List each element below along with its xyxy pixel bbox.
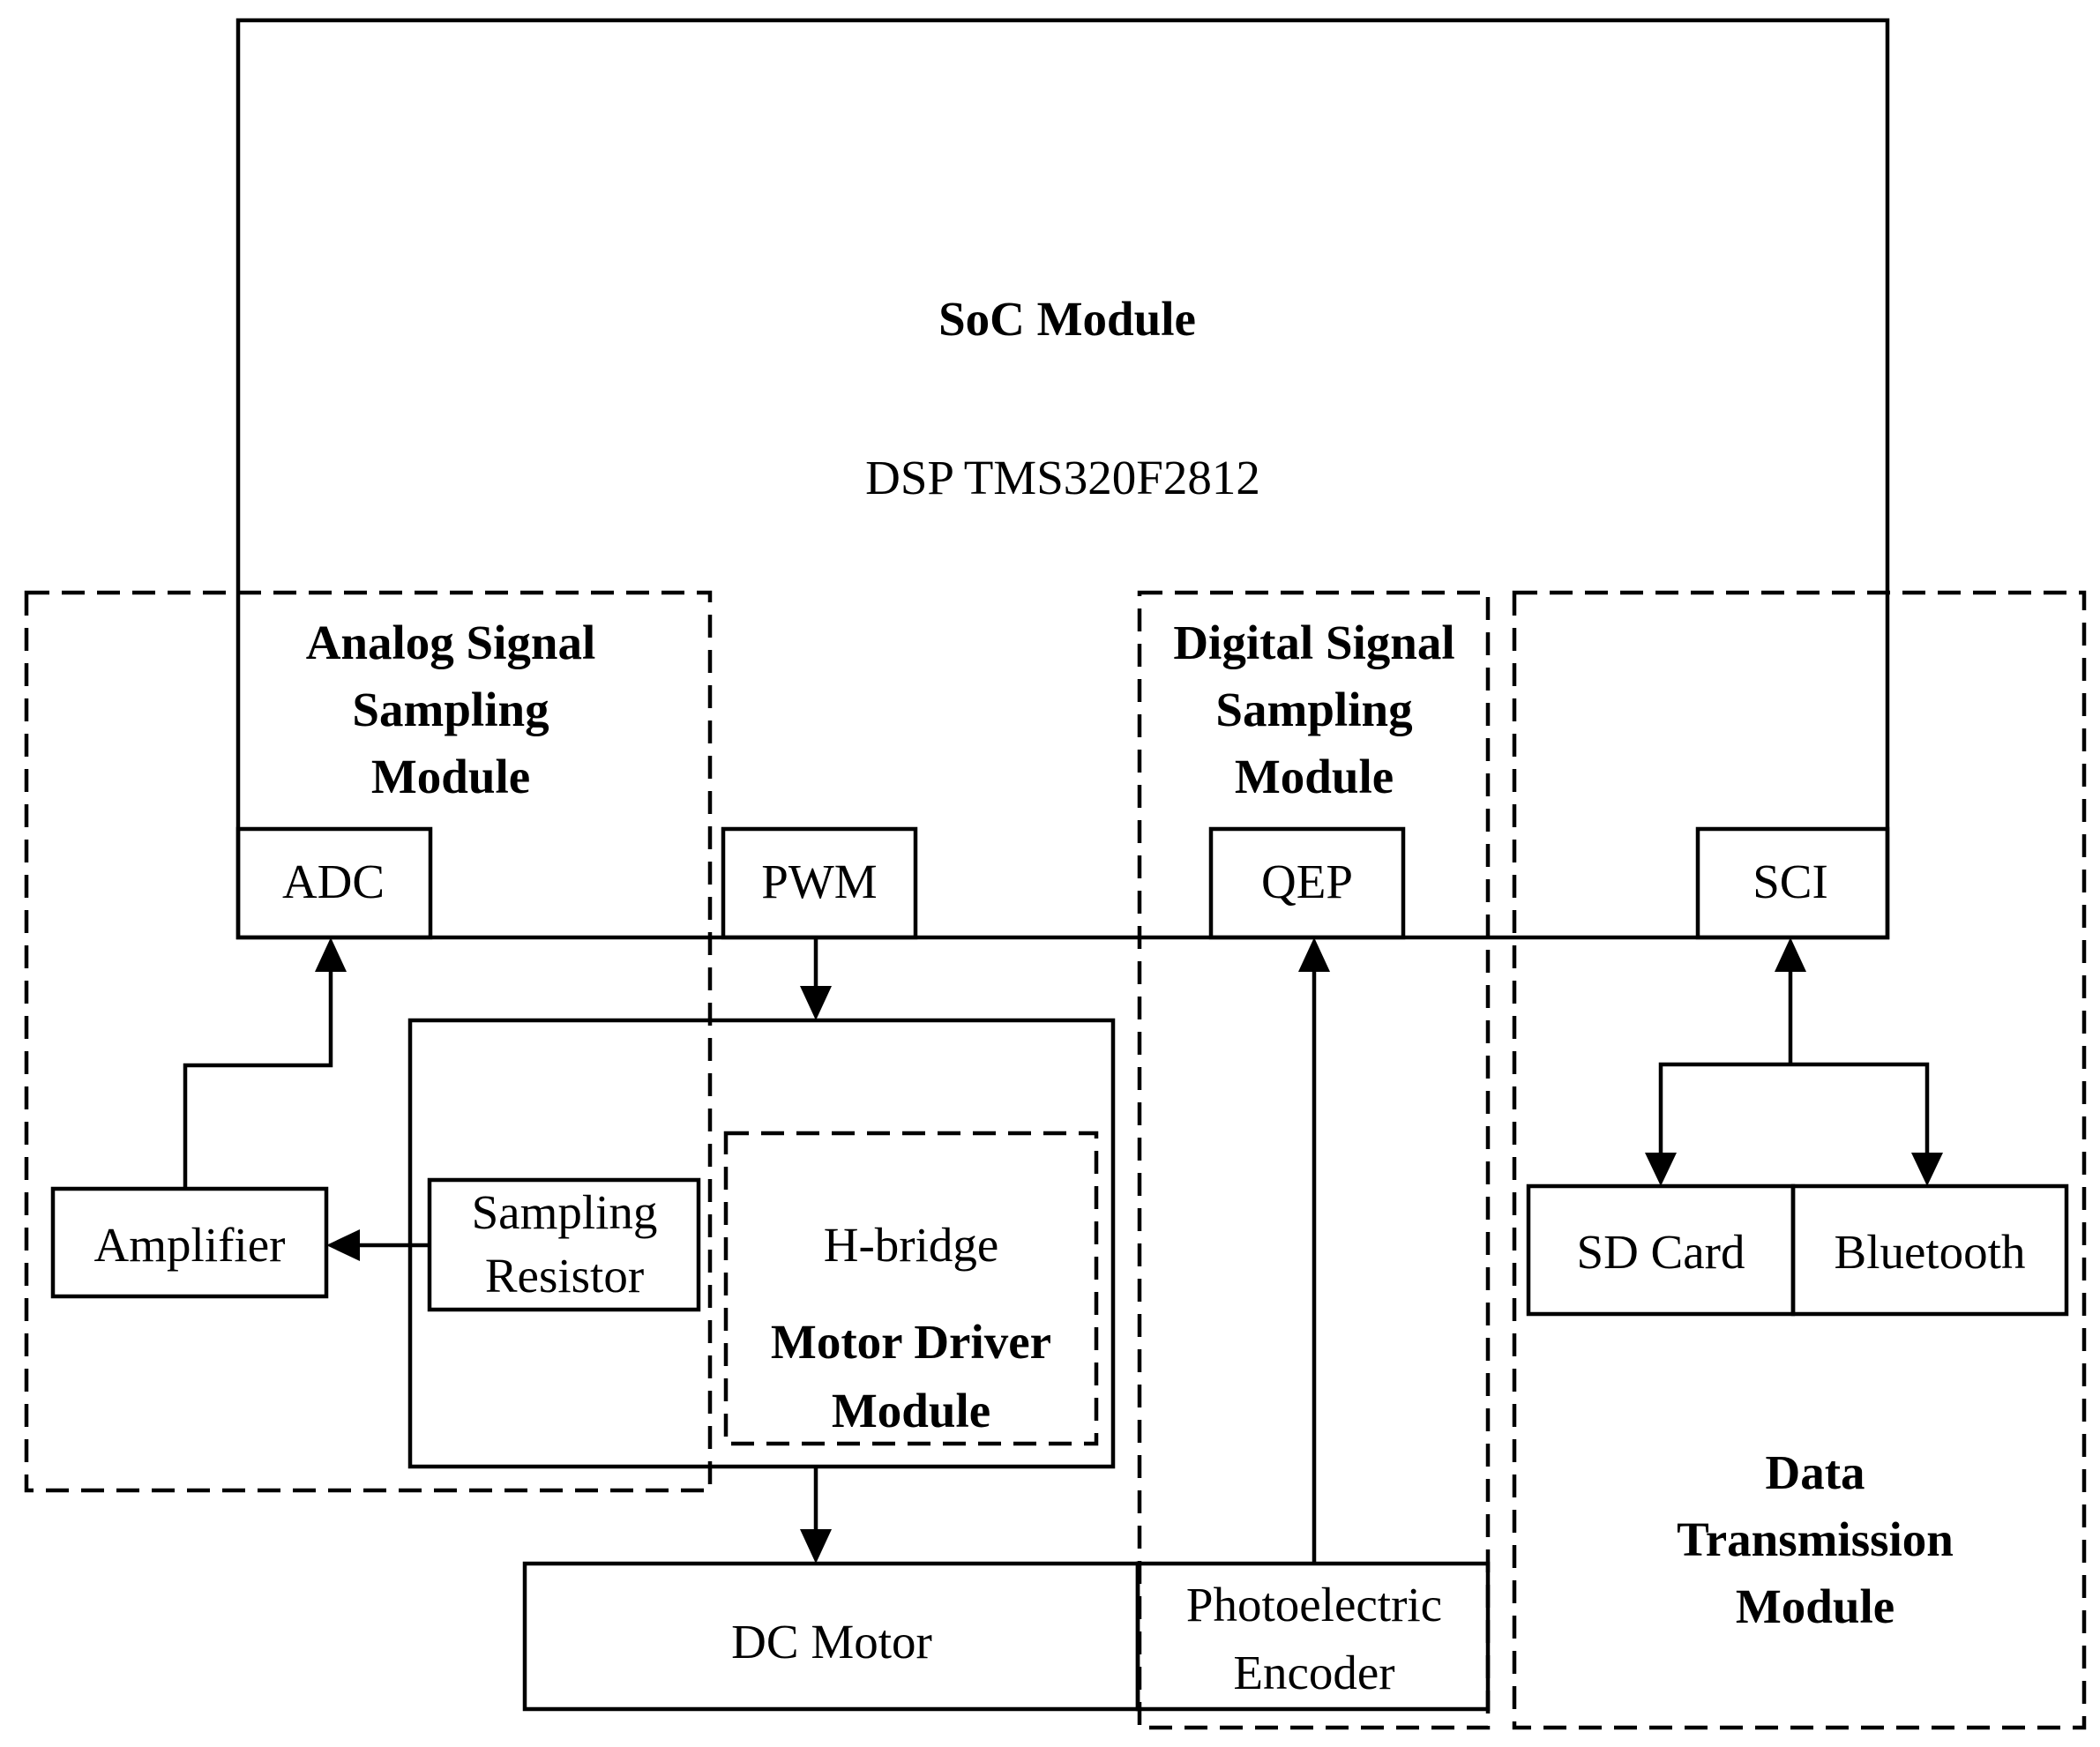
- analog-module-title-line1: Analog Signal: [306, 616, 596, 669]
- sci-port-label: SCI: [1752, 855, 1828, 908]
- amplifier-label: Amplifier: [94, 1218, 286, 1272]
- pwm-to-driver-arrowhead: [800, 986, 832, 1020]
- digital-module-title-line2: Sampling: [1215, 683, 1412, 736]
- soc-module-box: [235, 18, 1890, 940]
- analog-sampling-module-boundary: [24, 590, 713, 1493]
- adc-port-box: [235, 826, 433, 940]
- soc-module-title: SoC Module: [938, 292, 1196, 346]
- data-transmission-title-line1: Data: [1765, 1445, 1865, 1499]
- encoder-to-qep-arrowhead: [1298, 937, 1330, 972]
- motor-driver-title-line1: Motor Driver: [771, 1315, 1051, 1369]
- driver-to-motor-arrowhead: [800, 1529, 832, 1564]
- motor-driver-box: [407, 1018, 1116, 1469]
- digital-module-title-line3: Module: [1235, 750, 1394, 803]
- sci-arrowhead: [1775, 937, 1806, 972]
- resistor-to-amplifier-arrowhead: [326, 1229, 360, 1261]
- motor-driver-title-line2: Module: [832, 1384, 990, 1437]
- bluetooth-box: [1790, 1183, 2069, 1317]
- sci-port-box: [1695, 826, 1890, 940]
- sci-to-sd-card-arrowhead: [1645, 1153, 1677, 1186]
- analog-module-title-line2: Sampling: [352, 683, 549, 736]
- pwm-port-label: PWM: [761, 855, 877, 908]
- analog-module-title-line3: Module: [371, 750, 530, 803]
- sampling-resistor-label-line2: Resistor: [485, 1249, 644, 1303]
- data-transmission-module-boundary: [1512, 590, 2087, 1730]
- h-bridge-label: H-bridge: [824, 1218, 999, 1272]
- photoelectric-encoder-label-line1: Photoelectric: [1186, 1578, 1442, 1631]
- amplifier-box: [50, 1186, 329, 1299]
- photoelectric-encoder-label-line2: Encoder: [1233, 1646, 1394, 1699]
- pwm-port-box: [721, 826, 918, 940]
- sci-to-bluetooth-arrowhead: [1911, 1153, 1943, 1186]
- motor-driver-module-boundary: [723, 1131, 1099, 1446]
- sd-card-label: SD Card: [1577, 1225, 1745, 1279]
- dc-motor-label: DC Motor: [731, 1615, 932, 1669]
- digital-sampling-module-boundary: [1137, 590, 1491, 1730]
- qep-port-label: QEP: [1261, 855, 1353, 908]
- amplifier-to-adc-wire: [183, 970, 333, 1189]
- sampling-resistor-label-line1: Sampling: [472, 1185, 658, 1239]
- adc-port-label: ADC: [282, 855, 385, 908]
- digital-module-title-line1: Digital Signal: [1173, 616, 1454, 669]
- qep-port-box: [1208, 826, 1406, 940]
- data-transmission-title-line2: Transmission: [1677, 1512, 1954, 1566]
- data-transmission-title-line3: Module: [1736, 1579, 1894, 1633]
- amplifier-to-adc-arrowhead: [315, 937, 347, 972]
- bluetooth-label: Bluetooth: [1835, 1225, 2026, 1279]
- sci-split-wire: [1658, 1062, 1930, 1155]
- soc-chip-label: DSP TMS320F2812: [865, 451, 1260, 504]
